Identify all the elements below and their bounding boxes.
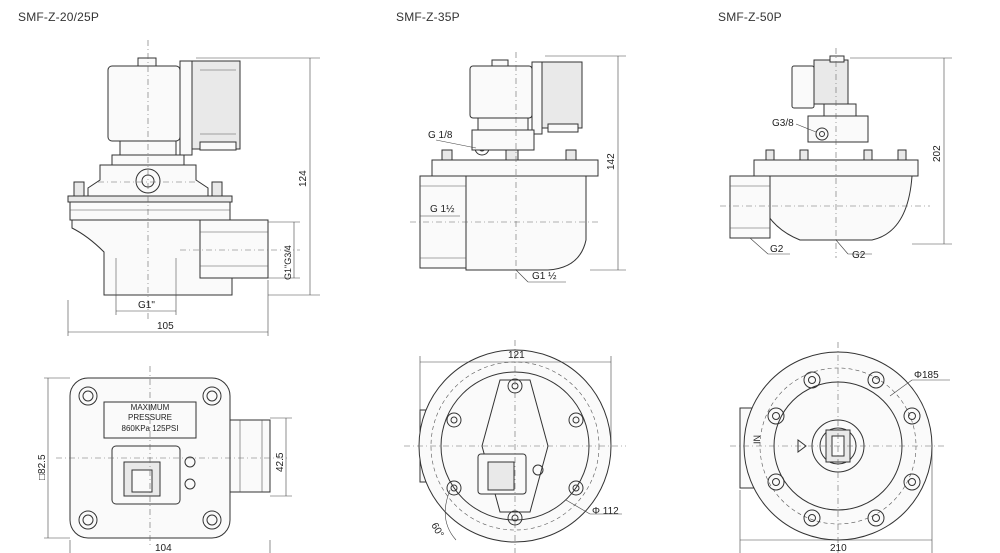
dim-width-top-model1: 104: [155, 543, 172, 553]
label-outlet-port-model2: G1 ½: [532, 271, 557, 282]
valve-2-side-view: [410, 52, 626, 283]
valve-3-top-view: [730, 342, 950, 553]
dim-height-model1: 124: [298, 170, 309, 187]
dim-width-top-model2: 121: [508, 350, 525, 361]
label-outlet-port-model3: G2: [852, 250, 866, 261]
dim-bottom-port-model1: G1": [138, 300, 155, 311]
dim-height-model3: 202: [932, 145, 943, 162]
plate-text-line2: PRESSURE: [128, 413, 172, 422]
label-inlet-port-model3: G2: [770, 244, 784, 255]
dim-width-model1: 105: [157, 321, 174, 332]
plate-text-line3: 860KPa 125PSI: [122, 424, 179, 433]
dim-width-top-model3: 210: [830, 543, 847, 553]
dim-diameter-model3: Φ185: [914, 370, 939, 381]
valve-3-side-view: [720, 48, 952, 258]
dim-height-model2: 142: [606, 153, 617, 170]
valve-2-top-view: [404, 340, 626, 553]
model-title-smf-z-35p: SMF-Z-35P: [396, 10, 460, 24]
label-inlet-port-model2: G 1½: [430, 204, 455, 215]
model-title-smf-z-20-25p: SMF-Z-20/25P: [18, 10, 100, 24]
dim-port-model1: G1"G3/4: [283, 245, 293, 280]
label-pilot-port-model2: G 1/8: [428, 130, 453, 141]
valve-1-side-view: [67, 40, 320, 336]
dim-diameter-model2: Φ 112: [592, 506, 619, 517]
model-title-smf-z-50p: SMF-Z-50P: [718, 10, 782, 24]
dim-square-model1: □82.5: [37, 454, 48, 480]
plate-text-line1: MAXIMUM: [131, 403, 170, 412]
label-pilot-port-model3: G3/8: [772, 118, 794, 129]
dim-angle-model2: 60°: [428, 521, 445, 540]
valve-1-top-view: [44, 366, 292, 553]
label-inlet-top-model3: IN: [752, 435, 762, 444]
dim-half-model1: 42.5: [275, 452, 286, 472]
